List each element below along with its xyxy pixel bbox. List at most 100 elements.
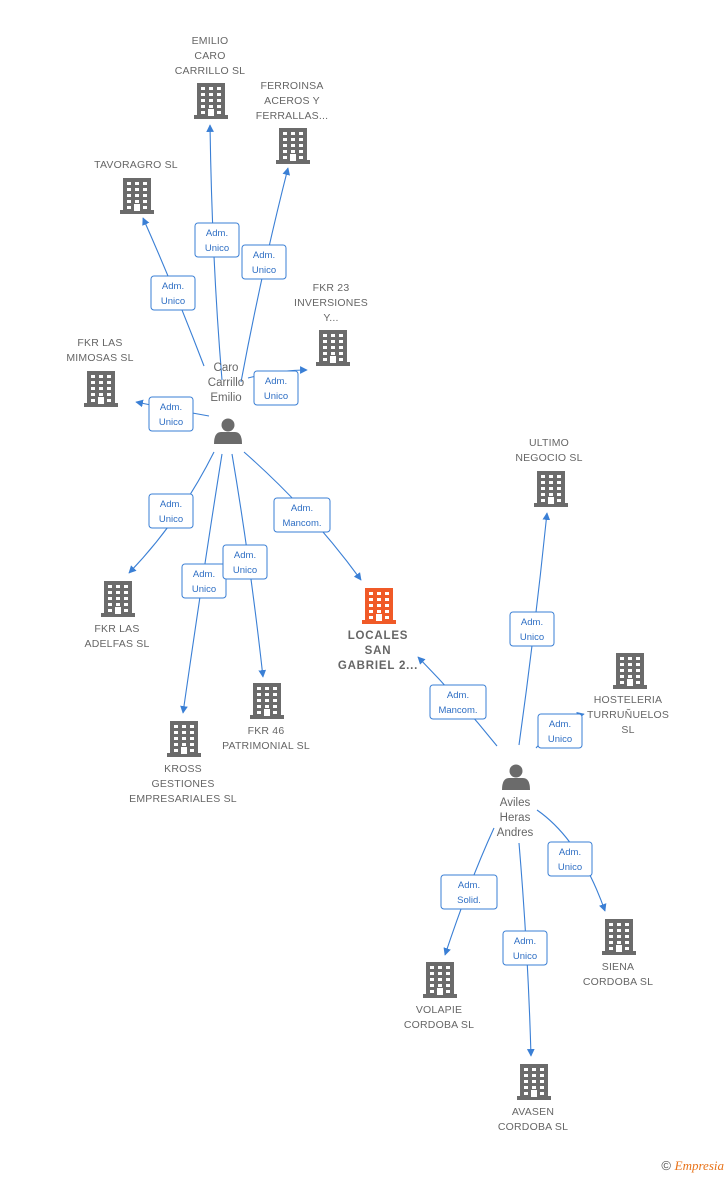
role-text: Adm. [234,550,256,561]
node-label-line: CORDOBA SL [404,1019,474,1031]
node-label-line: SAN [365,645,392,657]
building-icon [250,683,284,719]
building-icon [101,581,135,617]
role-text: Adm. [160,402,182,413]
role-text: Unico [513,951,537,962]
role-text: Adm. [559,847,581,858]
role-text: Solid. [457,895,481,906]
node-label-line: FKR 23 [313,282,350,294]
role-text: Adm. [521,617,543,628]
role-text: Adm. [447,690,469,701]
role-label-caro-ferroinsa[interactable]: Adm.Unico [241,244,287,280]
node-label-line: Emilio [210,392,241,404]
node-label-line: Heras [500,812,531,824]
node-label-line: TURRUÑUELOS [587,708,669,721]
node-label-line: FERRALLAS... [256,110,328,122]
role-label-caro-emilio[interactable]: Adm.Unico [194,222,240,258]
node-label-line: CORDOBA SL [583,976,653,988]
role-label-caro-fkr46[interactable]: Adm. Unico [222,544,268,580]
role-label-caro-locales[interactable]: Adm.Mancom. [273,497,331,533]
node-label-line: Y... [323,312,338,324]
node-kross[interactable]: KROSS GESTIONES EMPRESARIALES SL [129,721,237,805]
node-mimosas[interactable]: FKR LAS MIMOSAS SL [66,337,133,407]
role-label-aviles-avasen[interactable]: Adm. Unico [502,930,548,966]
role-text: Unico [233,565,257,576]
node-label-line: MIMOSAS SL [66,352,133,364]
role-label-aviles-locales[interactable]: Adm.Mancom. [429,684,487,720]
node-label-line: GABRIEL 2... [338,660,418,672]
role-label-aviles-volapie[interactable]: Adm.Solid. [440,874,498,910]
role-label-aviles-ultimo[interactable]: Adm. Unico [509,611,555,647]
node-label-line: LOCALES [348,630,409,642]
node-label-line: INVERSIONES [294,297,368,309]
node-label-line: PATRIMONIAL SL [222,740,310,752]
node-label-line: EMILIO [192,35,229,47]
building-icon [613,653,647,689]
role-text: Adm. [549,719,571,730]
person-icon [214,418,242,444]
node-label-line: FKR LAS [77,337,122,349]
node-label-line: Caro [214,362,239,374]
person-icon [502,764,530,790]
building-icon [423,962,457,998]
role-text: Unico [520,632,544,643]
node-label-line: ULTIMO [529,437,569,449]
role-text: Unico [159,417,183,428]
node-label-line: KROSS [164,763,202,775]
footer-brand[interactable]: © Empresia [661,1158,724,1174]
building-icon [316,330,350,366]
node-label-line: EMPRESARIALES SL [129,793,237,805]
copyright-symbol: © [661,1158,672,1173]
role-text: Mancom. [282,518,321,529]
node-label-line: FERROINSA [260,80,323,92]
node-label-line: TAVORAGRO SL [94,159,178,171]
node-label-line: ACEROS Y [264,95,320,107]
node-tavoragro[interactable]: TAVORAGRO SL [94,159,178,214]
role-label-caro-tavoragro[interactable]: Adm.Unico [150,275,196,311]
role-text: Unico [558,862,582,873]
role-text: Unico [548,734,572,745]
node-fkr23[interactable]: FKR 23 INVERSIONES Y... [294,282,368,366]
role-label-caro-kross[interactable]: Adm.Unico [181,563,227,599]
role-text: Adm. [265,376,287,387]
role-label-aviles-hosteleria[interactable]: Adm. Unico [537,713,583,749]
role-label-caro-fkr23[interactable]: Adm. Unico [253,370,299,406]
node-label-line: Carrillo [208,377,244,389]
role-label-aviles-siena[interactable]: Adm. Unico [547,841,593,877]
role-text: Adm. [514,936,536,947]
building-icon [602,919,636,955]
role-text: Adm. [160,499,182,510]
building-icon [120,178,154,214]
role-text: Unico [192,584,216,595]
role-label-caro-mimosas[interactable]: Adm. Unico [148,396,194,432]
building-icon [276,128,310,164]
building-icon [534,471,568,507]
node-ferroinsa[interactable]: FERROINSA ACEROS Y FERRALLAS... [256,80,328,164]
role-label-caro-adelfas[interactable]: Adm.Unico [148,493,194,529]
node-label-line: CARO [194,50,225,62]
node-locales[interactable]: LOCALES SAN GABRIEL 2... [338,588,418,672]
node-label-line: Aviles [500,797,531,809]
building-icon [194,83,228,119]
node-label-line: CORDOBA SL [498,1121,568,1133]
node-label-line: HOSTELERIA [594,694,663,706]
building-icon [362,588,396,624]
role-labels-layer: Adm.UnicoAdm.UnicoAdm.UnicoAdm.UnicoAdm.… [148,222,593,966]
role-text: Adm. [162,281,184,292]
node-label-line: GESTIONES [151,778,214,790]
building-icon [517,1064,551,1100]
building-icon [167,721,201,757]
role-text: Unico [264,391,288,402]
